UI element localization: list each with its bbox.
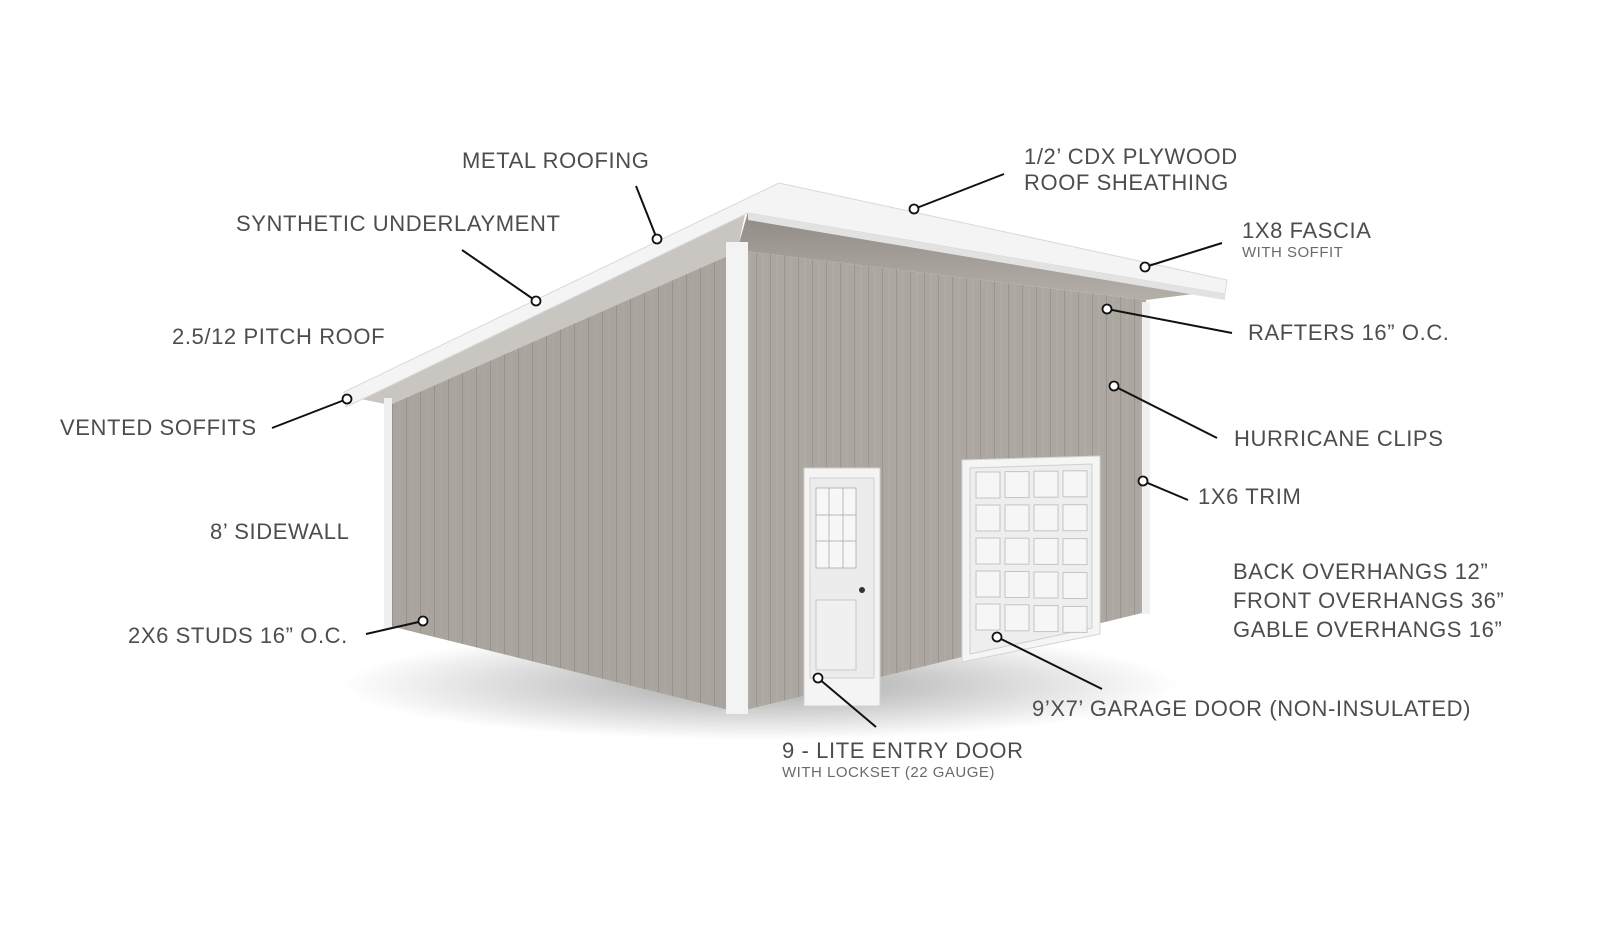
garage-door-panel: [1004, 571, 1030, 598]
garage-door-panel: [975, 471, 1001, 499]
garage-door-panel: [1004, 471, 1030, 499]
label-fascia-title: 1X8 FASCIA: [1242, 218, 1372, 243]
leader-trim: [1142, 480, 1189, 501]
leader-hurricane-clips: [1113, 385, 1218, 439]
label-gable-overhangs: GABLE OVERHANGS 16”: [1233, 617, 1503, 642]
label-fascia: 1X8 FASCIA WITH SOFFIT: [1242, 218, 1372, 262]
leader-garage-door-marker: [991, 631, 1003, 643]
garage-door-panel: [1062, 504, 1088, 532]
label-entry-door: 9 - LITE ENTRY DOOR WITH LOCKSET (22 GAU…: [782, 738, 1024, 782]
leader-fascia-marker: [1139, 261, 1151, 273]
garage-door-panel: [1062, 470, 1088, 498]
leader-plywood-marker: [908, 203, 920, 215]
garage-door-panel: [975, 537, 1001, 565]
label-front-overhangs: FRONT OVERHANGS 36”: [1233, 588, 1505, 613]
corner-trim: [726, 242, 748, 714]
leader-rafters: [1106, 308, 1233, 334]
garage-door-panel: [1004, 537, 1030, 565]
right-corner-trim: [1142, 302, 1150, 614]
leader-hurricane-clips-marker: [1108, 380, 1120, 392]
garage-door-panel: [1033, 537, 1059, 565]
label-garage-door: 9’X7’ GARAGE DOOR (NON-INSULATED): [1032, 696, 1472, 721]
leader-vented-soffits-marker: [341, 393, 353, 405]
leader-entry-door-marker: [812, 672, 824, 684]
garage-door-panel: [1062, 572, 1088, 599]
leader-lines: [271, 173, 1233, 728]
garage-door-panel: [1033, 571, 1059, 599]
garage-door-panel: [975, 570, 1001, 598]
leader-vented-soffits: [271, 398, 348, 429]
garage-door-panel: [1062, 605, 1088, 633]
garage-door-panel: [1004, 504, 1030, 532]
entry-door: [803, 467, 881, 707]
garage-door-panel: [1033, 605, 1059, 633]
left-corner-trim: [384, 398, 392, 628]
fascia: [748, 213, 1225, 300]
leader-entry-door: [817, 677, 877, 728]
garage-door-panel: [1033, 470, 1059, 498]
garage-door-panels: [975, 470, 1088, 633]
label-entry-door-title: 9 - LITE ENTRY DOOR: [782, 738, 1024, 763]
leader-studs-marker: [417, 615, 429, 627]
label-plywood-line1: 1/2’ CDX PLYWOOD: [1024, 144, 1238, 169]
label-plywood-line2: ROOF SHEATHING: [1024, 170, 1229, 195]
leader-plywood: [913, 173, 1005, 210]
label-trim: 1X6 TRIM: [1198, 484, 1302, 509]
leader-synthetic-underlayment-marker: [530, 295, 542, 307]
label-metal-roofing: METAL ROOFING: [462, 148, 650, 173]
label-rafters: RAFTERS 16” O.C.: [1248, 320, 1450, 345]
label-plywood: 1/2’ CDX PLYWOOD ROOF SHEATHING: [1024, 144, 1238, 196]
label-fascia-sub: WITH SOFFIT: [1242, 244, 1344, 261]
garage-door-panel: [1004, 604, 1030, 632]
label-synthetic-underlayment: SYNTHETIC UNDERLAYMENT: [236, 211, 561, 236]
leader-metal-roofing-marker: [651, 233, 663, 245]
garage-door-panel: [1033, 504, 1059, 532]
label-sidewall: 8’ SIDEWALL: [210, 519, 350, 544]
label-pitch-roof: 2.5/12 PITCH ROOF: [172, 324, 386, 349]
leader-rafters-marker: [1101, 303, 1113, 315]
label-back-overhangs: BACK OVERHANGS 12”: [1233, 559, 1489, 584]
garage-door-panel: [1062, 538, 1088, 566]
label-vented-soffits: VENTED SOFFITS: [60, 415, 257, 440]
garage-door-panel: [975, 504, 1001, 532]
leader-metal-roofing: [635, 185, 658, 240]
leader-trim-marker: [1137, 475, 1149, 487]
leader-fascia: [1144, 242, 1223, 268]
leader-garage-door: [996, 636, 1103, 690]
label-hurricane-clips: HURRICANE CLIPS: [1234, 426, 1444, 451]
label-studs: 2X6 STUDS 16” O.C.: [128, 623, 348, 648]
label-overhangs: BACK OVERHANGS 12” FRONT OVERHANGS 36” G…: [1233, 557, 1504, 644]
label-entry-door-sub: WITH LOCKSET (22 GAUGE): [782, 764, 995, 781]
leader-studs: [365, 620, 424, 635]
leader-synthetic-underlayment: [461, 249, 537, 302]
garage-door-panel: [975, 603, 1001, 631]
